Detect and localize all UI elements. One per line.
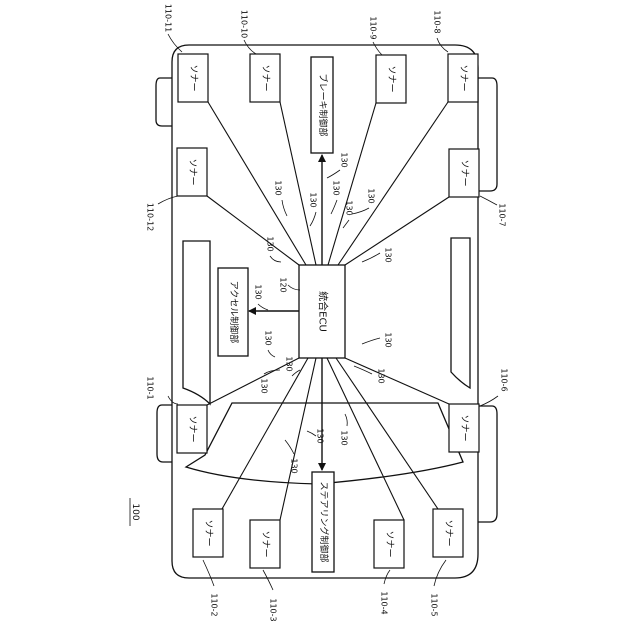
line-ref-14: 130: [377, 368, 386, 383]
line-ref-5: 130: [367, 188, 376, 203]
line-ref-leader-8: [258, 304, 268, 310]
sonar-ref-leader-11: [168, 34, 182, 52]
sonar-label-8: ソナー: [458, 64, 469, 91]
sonar-label-3: ソナー: [260, 530, 271, 557]
connection-line-sonar-3: [280, 358, 316, 520]
line-ref-8: 130: [254, 284, 263, 299]
sonar-ref-11: 110-11: [164, 4, 173, 32]
sonar-label-11: ソナー: [188, 64, 199, 91]
sonar-label-2: ソナー: [203, 519, 214, 546]
sonar-label-5: ソナー: [443, 519, 454, 546]
window-right: [451, 238, 470, 388]
component-blocks: 統合ECUソナーソナーソナーソナーソナーソナーソナーソナーソナーソナーソナーソナ…: [177, 54, 479, 572]
line-ref-leader-9: [268, 350, 275, 357]
line-ref-leader-17: [285, 440, 294, 454]
sonar-ref-4: 110-4: [380, 591, 389, 614]
sonar-ref-2: 110-2: [210, 593, 219, 616]
sonar-ref-leader-12: [158, 196, 178, 204]
line-ref-3: 130: [340, 152, 349, 167]
line-ref-13: 130: [384, 332, 393, 347]
sonar-ref-9: 110-9: [369, 16, 378, 39]
line-ref-leader-6: [343, 220, 349, 228]
sonar-label-4: ソナー: [384, 530, 395, 557]
integrated-ecu-label: 統合ECU: [317, 291, 330, 332]
mirror-bottom-right: [478, 406, 497, 522]
line-ref-leader-16: [345, 414, 347, 426]
accelerator-control-label: アクセル制御部: [228, 281, 240, 344]
sonar-ref-leader-7: [480, 196, 497, 205]
sonar-ref-leader-10: [244, 40, 256, 54]
sonar-ref-6: 110-6: [500, 368, 509, 391]
connection-line-sonar-5: [336, 358, 438, 509]
steering-control-label: ステアリング制御部: [318, 481, 330, 562]
line-ref-17: 130: [290, 458, 299, 473]
sonar-ref-10: 110-10: [240, 10, 249, 38]
connection-line-sonar-11: [208, 102, 306, 265]
line-ref-leader-13: [362, 338, 380, 344]
connection-line-sonar-8: [338, 102, 448, 265]
line-ref-leader-14: [354, 366, 372, 374]
ecu-ref: 120: [279, 277, 288, 292]
sonar-ref-5: 110-5: [430, 593, 439, 616]
line-ref-9: 130: [264, 330, 273, 345]
line-ref-12: 130: [384, 247, 393, 262]
sonar-ref-8: 110-8: [433, 10, 442, 33]
line-ref-leader-3: [327, 170, 340, 178]
line-ref-2: 130: [309, 192, 318, 207]
line-ref-6: 130: [345, 200, 354, 215]
line-ref-7: 130: [266, 236, 275, 251]
connection-line-sonar-4: [327, 358, 404, 520]
sonar-ref-7: 110-7: [498, 203, 507, 226]
line-ref-leader-12: [362, 253, 380, 262]
sonar-ref-1: 110-1: [146, 376, 155, 399]
line-ref-leader-15: [307, 431, 316, 436]
sonar-ref-leader-6: [480, 396, 498, 406]
line-ref-15: 130: [316, 428, 325, 443]
line-ref-10: 130: [260, 378, 269, 393]
sonar-ref-leader-5: [434, 560, 446, 586]
sonar-label-7: ソナー: [459, 159, 470, 186]
line-ref-1: 130: [274, 180, 283, 195]
sonar-ref-3: 110-3: [269, 598, 278, 621]
line-ref-leader-5: [352, 208, 369, 214]
sonar-ref-leader-9: [373, 42, 382, 55]
sonar-label-6: ソナー: [459, 414, 470, 441]
sonar-label-10: ソナー: [260, 64, 271, 91]
mirror-top-right: [478, 78, 497, 191]
sonar-ref-leader-4: [384, 570, 390, 584]
connection-line-sonar-6: [345, 358, 449, 404]
sonar-ref-leader-1: [168, 396, 178, 404]
line-ref-leader-1: [282, 200, 287, 216]
mirror-top-left: [156, 78, 172, 126]
line-ref-16: 130: [340, 430, 349, 445]
line-ref-4: 130: [332, 180, 341, 195]
sonar-label-12: ソナー: [187, 158, 198, 185]
window-left: [183, 241, 210, 404]
line-ref-leader-2: [310, 212, 316, 226]
line-ref-leader-4: [331, 200, 337, 214]
line-ref-leader-7: [270, 256, 281, 262]
sonar-label-9: ソナー: [386, 65, 397, 92]
figure-number: 100: [130, 503, 140, 520]
brake-control-label: ブレーキ制御部: [317, 73, 329, 136]
line-ref-11: 130: [285, 356, 294, 371]
sonar-ref-leader-3: [263, 570, 273, 590]
ecu-ref-leader: [288, 285, 300, 290]
mirror-bottom-left: [157, 405, 172, 462]
sonar-label-1: ソナー: [187, 415, 198, 442]
sonar-ref-12: 110-12: [146, 203, 155, 231]
sonar-ref-leader-2: [203, 560, 214, 586]
